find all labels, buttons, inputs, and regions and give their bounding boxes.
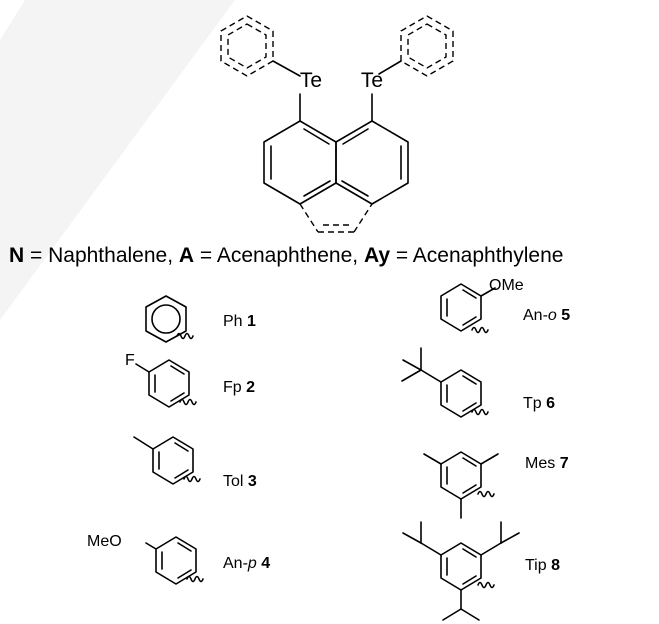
core-structure: Te Te <box>220 15 454 233</box>
methoxy-label-p: MeO <box>87 533 122 550</box>
right-phenyl-ring <box>400 15 454 77</box>
number-3: 3 <box>248 473 257 490</box>
label-an-p-italic: p <box>247 555 257 572</box>
svg-text:Tp 6: Tp 6 <box>523 395 555 412</box>
acenaphthene-bridge <box>299 203 373 233</box>
number-1: 1 <box>247 313 256 330</box>
svg-text:An-p 4: An-p 4 <box>223 555 270 572</box>
legend-ay-key: Ay <box>364 244 390 267</box>
legend-n-key: N <box>9 244 24 267</box>
number-2: 2 <box>246 379 255 396</box>
number-7: 7 <box>560 455 569 472</box>
label-mes: Mes <box>525 455 555 472</box>
label-fp: Fp <box>223 379 242 396</box>
substituent-tol: Tol 3 <box>133 436 257 490</box>
svg-text:Tol 3: Tol 3 <box>223 473 257 490</box>
number-8: 8 <box>551 557 560 574</box>
substituent-ph: Ph 1 <box>145 295 256 343</box>
number-6: 6 <box>546 395 555 412</box>
legend-a-text: = Acenaphthene, <box>194 244 364 267</box>
svg-text:Mes 7: Mes 7 <box>525 455 569 472</box>
substituent-tp: Tp 6 <box>401 347 555 418</box>
substituent-tip: Tip 8 <box>402 521 560 621</box>
label-ph: Ph <box>223 313 243 330</box>
te-label-right: Te <box>361 69 383 92</box>
background-watermark-shape <box>0 0 235 320</box>
label-tp: Tp <box>523 395 542 412</box>
substituent-an-o: OMe An-o 5 <box>440 277 570 334</box>
left-phenyl-ring <box>220 15 274 77</box>
methoxy-label-o: OMe <box>489 277 524 294</box>
fluorine-label: F <box>125 352 135 369</box>
label-an-p-prefix: An- <box>223 555 248 572</box>
substituent-an-p: MeO An-p 4 <box>87 533 270 585</box>
core-legend: N = Naphthalene, A = Acenaphthene, Ay = … <box>9 244 563 267</box>
svg-text:An-o 5: An-o 5 <box>523 307 570 324</box>
legend-ay-text: = Acenaphthylene <box>390 244 563 267</box>
svg-text:Fp 2: Fp 2 <box>223 379 255 396</box>
substituent-mes: Mes 7 <box>423 451 569 519</box>
svg-text:Ph 1: Ph 1 <box>223 313 256 330</box>
label-tip: Tip <box>525 557 547 574</box>
number-4: 4 <box>261 555 270 572</box>
label-tol: Tol <box>223 473 243 490</box>
label-an-o-prefix: An- <box>523 307 548 324</box>
te-label-left: Te <box>300 69 322 92</box>
legend-a-key: A <box>179 244 194 267</box>
naphthalene-core <box>263 120 409 205</box>
legend-n-text: = Naphthalene, <box>24 244 179 267</box>
label-an-o-italic: o <box>548 307 557 324</box>
substituent-fp: F Fp 2 <box>125 352 255 408</box>
bond-ph-te-right <box>378 60 402 75</box>
bond-ph-te-left <box>272 60 301 77</box>
number-5: 5 <box>561 307 570 324</box>
svg-text:Tip 8: Tip 8 <box>525 557 560 574</box>
